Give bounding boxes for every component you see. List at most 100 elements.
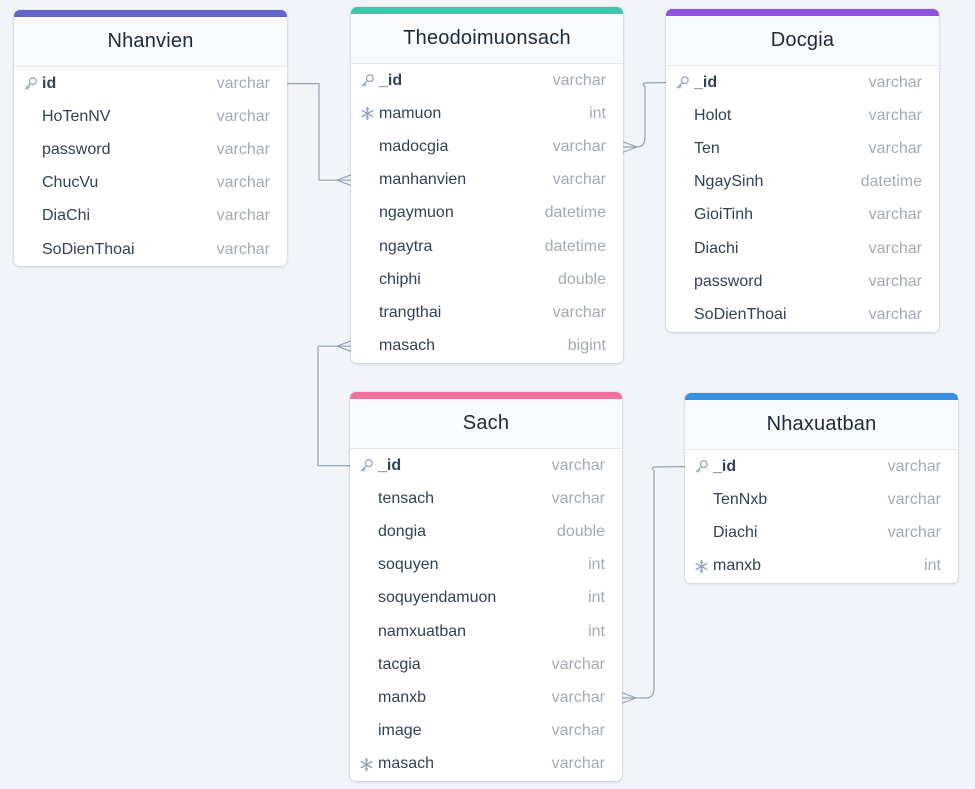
column-name: chiphi	[379, 270, 421, 288]
relationship-line	[317, 345, 351, 467]
table-title: Theodoimuonsach	[403, 27, 571, 49]
column-type: varchar	[868, 206, 922, 224]
column-type: varchar	[868, 139, 922, 157]
column-row[interactable]: dongia double	[350, 515, 622, 548]
column-name: DiaChi	[42, 207, 91, 225]
column-name: masach	[378, 755, 435, 773]
column-name: _id	[378, 456, 402, 474]
column-name: HoTenNV	[42, 107, 111, 125]
column-type: varchar	[552, 171, 606, 189]
column-name: tacgia	[378, 655, 421, 673]
column-type: varchar	[887, 490, 941, 508]
column-type: varchar	[868, 305, 922, 323]
table-header[interactable]: Nhanvien	[14, 10, 287, 67]
table-title: Docgia	[770, 29, 835, 51]
column-row[interactable]: GioiTinh varchar	[666, 199, 939, 232]
column-row[interactable]: SoDienThoai varchar	[666, 298, 939, 331]
column-name: SoDienThoai	[694, 305, 787, 323]
column-row[interactable]: mamuon int	[351, 97, 623, 130]
column-row[interactable]: ngaymuon datetime	[351, 197, 623, 230]
column-name: dongia	[378, 522, 427, 540]
column-type: varchar	[868, 239, 922, 257]
column-name: manxb	[378, 688, 427, 706]
column-type: datetime	[544, 237, 606, 255]
table-header[interactable]: Theodoimuonsach	[351, 7, 623, 64]
column-row[interactable]: manhanvien varchar	[351, 164, 623, 197]
column-name: mamuon	[379, 104, 442, 122]
table-header[interactable]: Docgia	[666, 9, 939, 66]
table-header[interactable]: Sach	[350, 392, 622, 449]
column-type: double	[557, 270, 606, 288]
column-name: madocgia	[379, 137, 449, 155]
column-row[interactable]: TenNxb varchar	[685, 483, 958, 516]
column-name: soquyen	[378, 556, 439, 574]
column-type: int	[924, 557, 941, 575]
column-type: varchar	[551, 722, 605, 740]
column-name: password	[694, 272, 763, 290]
relationship-line	[287, 83, 351, 181]
column-name: TenNxb	[713, 490, 768, 508]
column-name: Holot	[694, 106, 732, 124]
column-type: int	[589, 104, 606, 122]
column-row[interactable]: tacgia varchar	[350, 648, 622, 681]
key-icon	[359, 73, 375, 89]
column-type: double	[556, 522, 605, 540]
column-name: GioiTinh	[694, 206, 753, 224]
column-row[interactable]: password varchar	[666, 265, 939, 298]
table-title: Sach	[462, 412, 510, 434]
column-name: ngaymuon	[379, 204, 454, 222]
column-type: varchar	[216, 74, 270, 92]
column-name: password	[42, 140, 111, 158]
column-name: tensach	[378, 489, 435, 507]
table-header[interactable]: Nhaxuatban	[685, 393, 958, 450]
column-name: manhanvien	[379, 171, 467, 189]
column-name: ngaytra	[379, 237, 433, 255]
key-icon	[358, 458, 374, 474]
column-type: varchar	[551, 655, 605, 673]
relationship-line	[622, 466, 686, 699]
column-row[interactable]: ngaytra datetime	[351, 230, 623, 263]
snowflake-icon	[359, 106, 375, 122]
column-type: datetime	[544, 204, 606, 222]
column-type: varchar	[552, 303, 606, 321]
column-type: varchar	[868, 272, 922, 290]
column-name: id	[42, 74, 57, 92]
snowflake-icon	[693, 558, 709, 574]
column-type: varchar	[216, 240, 270, 258]
column-row[interactable]: chiphi double	[351, 263, 623, 296]
column-type: datetime	[860, 173, 922, 191]
column-row[interactable]: id varchar	[14, 67, 287, 100]
